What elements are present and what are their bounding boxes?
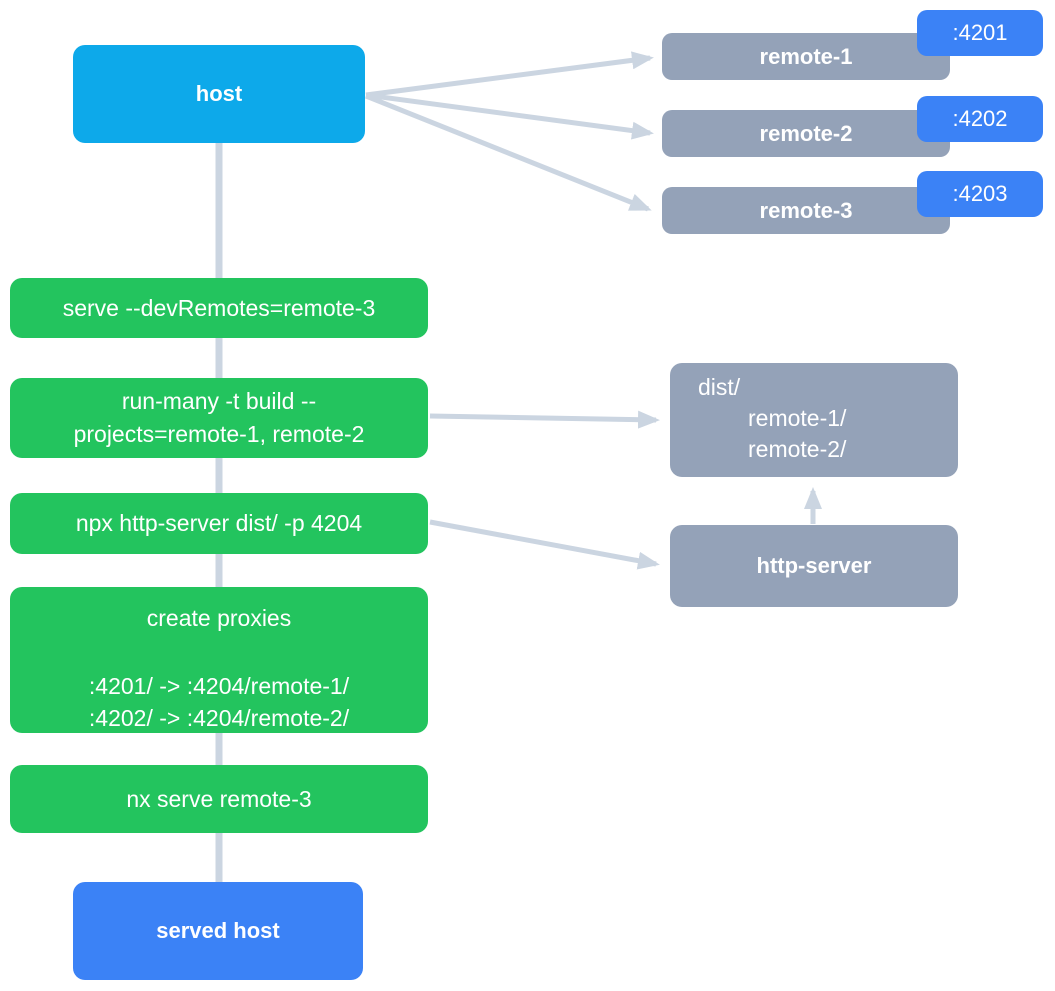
arrow-host-remote-2 <box>365 92 654 140</box>
step-nx-serve-label: nx serve remote-3 <box>126 785 312 812</box>
port-badge-4201: :4201 <box>917 10 1043 56</box>
remote-node-2: remote-2 <box>662 110 950 157</box>
port-badge-4203: :4203 <box>917 171 1043 217</box>
remote-3-label: remote-3 <box>759 197 853 223</box>
port-4203-label: :4203 <box>952 181 1008 206</box>
host-node: host <box>73 45 365 143</box>
remote-node-3: remote-3 <box>662 187 950 234</box>
step-nx-serve-remote-3: nx serve remote-3 <box>10 765 428 833</box>
host-label: host <box>195 81 243 106</box>
step-build-line-1: run-many -t build -- <box>121 388 317 414</box>
proxies-title: create proxies <box>146 605 292 631</box>
dist-root-label: dist/ <box>698 374 741 400</box>
step-serve-label: serve --devRemotes=remote-3 <box>62 294 376 321</box>
dist-remote-2-label: remote-2/ <box>748 436 847 462</box>
http-server-label: http-server <box>756 553 872 578</box>
remote-node-1: remote-1 <box>662 33 950 80</box>
dist-folder-node: dist/ remote-1/ remote-2/ <box>670 363 958 477</box>
remote-1-label: remote-1 <box>759 43 853 69</box>
served-host-label: served host <box>156 918 280 943</box>
arrow-build-dist <box>429 410 660 429</box>
proxy-mappings: :4201/ -> :4204/remote-1/ :4202/ -> :420… <box>89 670 349 734</box>
arrow-cmd-httpserver <box>429 519 660 570</box>
step-http-label: npx http-server dist/ -p 4204 <box>75 510 363 536</box>
proxy-map-2: :4202/ -> :4204/remote-2/ <box>88 705 350 731</box>
step-npx-http-server: npx http-server dist/ -p 4204 <box>10 493 428 554</box>
step-create-proxies: create proxies :4201/ -> :4204/remote-1/… <box>10 587 428 733</box>
remote-2-label: remote-2 <box>759 120 853 146</box>
step-run-many-build: run-many -t build -- projects=remote-1, … <box>10 378 428 458</box>
served-host-node: served host <box>73 882 363 980</box>
http-server-node: http-server <box>670 525 958 607</box>
arrow-host-remote-3 <box>365 93 652 212</box>
dist-remote-1-label: remote-1/ <box>748 405 847 431</box>
port-4202-label: :4202 <box>952 106 1008 131</box>
proxy-map-1: :4201/ -> :4204/remote-1/ <box>88 673 350 699</box>
arrow-host-remote-1 <box>365 51 654 98</box>
port-4201-label: :4201 <box>952 20 1008 45</box>
step-build-line-2: projects=remote-1, remote-2 <box>73 421 365 447</box>
step-serve-devremotes: serve --devRemotes=remote-3 <box>10 278 428 338</box>
port-badge-4202: :4202 <box>917 96 1043 142</box>
